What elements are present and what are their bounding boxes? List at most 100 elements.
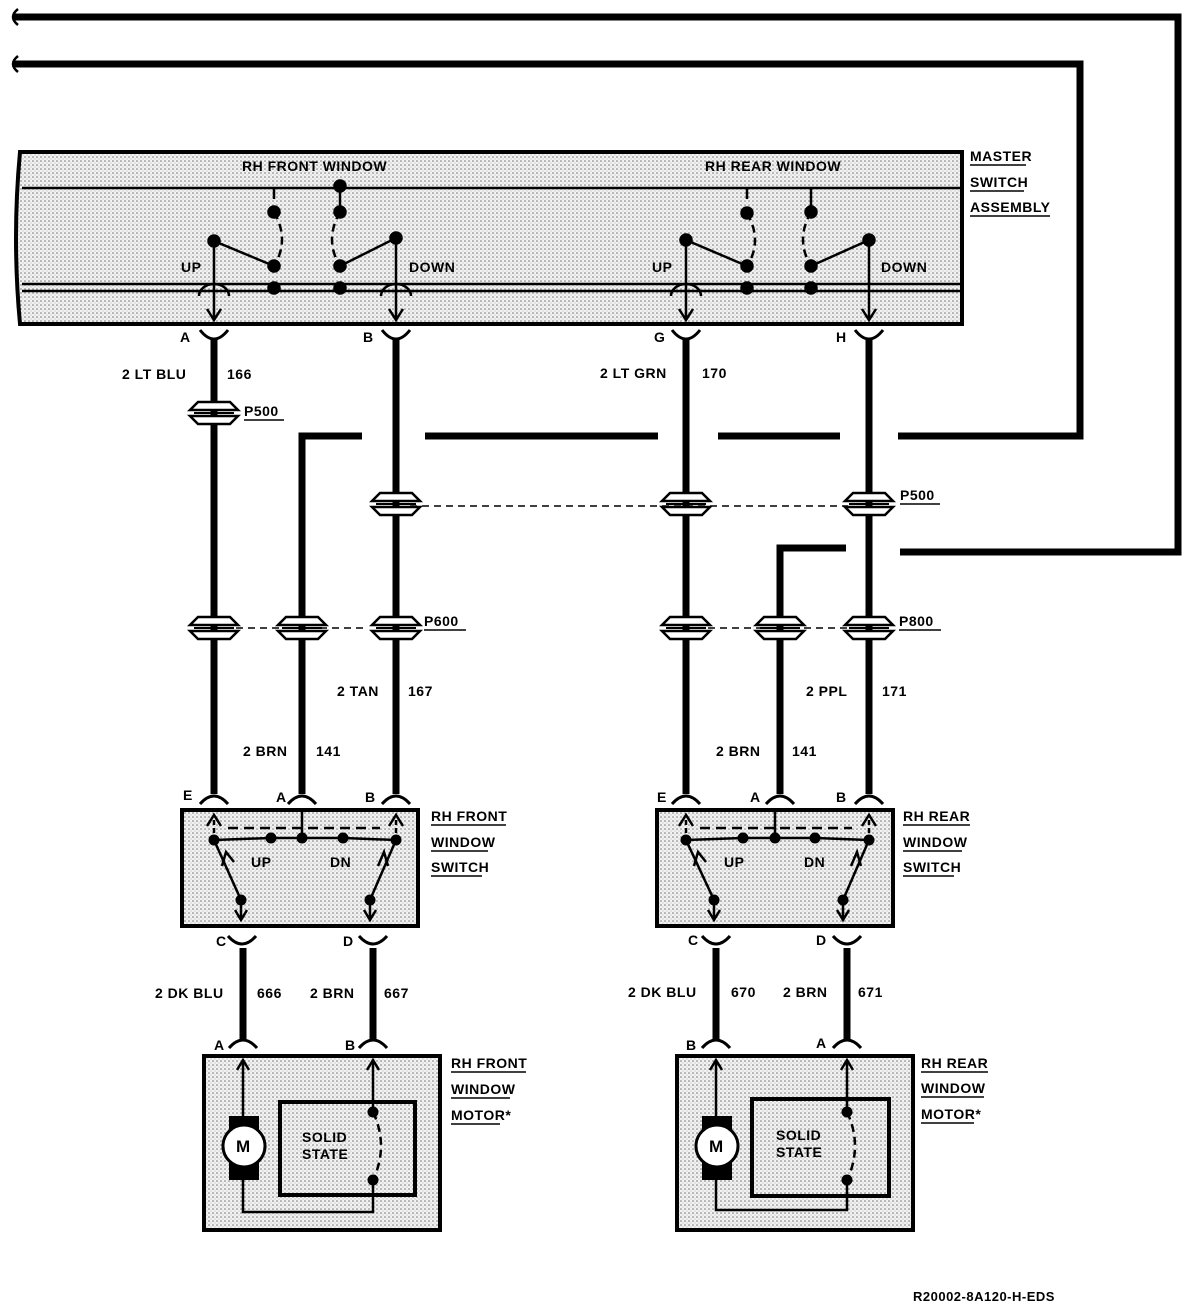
wire-666-num: 666 bbox=[257, 985, 282, 1001]
rear-switch-pin-b: B bbox=[836, 789, 846, 805]
p500-connector bbox=[368, 491, 424, 517]
p800-connector bbox=[841, 615, 897, 641]
rear-switch-title-1: RH REAR bbox=[903, 808, 970, 824]
wire-166-num: 166 bbox=[227, 366, 252, 382]
front-motor-title-1: RH FRONT bbox=[451, 1055, 527, 1071]
wire-141-front-num: 141 bbox=[316, 743, 341, 759]
front-switch-pin-b: B bbox=[365, 789, 375, 805]
p800-connector bbox=[752, 615, 808, 641]
diagram-code: R20002-8A120-H-EDS bbox=[913, 1289, 1055, 1304]
master-rear-down-label: DOWN bbox=[881, 259, 927, 275]
rh-rear-window-motor: M SOLID STATE B A RH REAR WINDOW MOTOR* bbox=[675, 1035, 988, 1232]
wire-167-num: 167 bbox=[408, 683, 433, 699]
wire-670-color: 2 DK BLU bbox=[628, 984, 697, 1000]
rear-switch-pin-a: A bbox=[750, 789, 760, 805]
rh-front-window-switch: UP DN E A B C D RH FRONT WINDOW SWITCH bbox=[180, 787, 507, 949]
front-switch-title-2: WINDOW bbox=[431, 834, 496, 850]
wire-171-color: 2 PPL bbox=[806, 683, 847, 699]
master-rear-switch-contacts bbox=[679, 188, 876, 295]
rh-rear-window-switch: UP DN E A B C D RH REAR WINDOW SWITCH bbox=[655, 789, 970, 948]
front-motor-m: M bbox=[236, 1137, 251, 1156]
rear-switch-up-label: UP bbox=[724, 854, 744, 870]
rear-switch-title-3: SWITCH bbox=[903, 859, 961, 875]
wire-170-color: 2 LT GRN bbox=[600, 365, 667, 381]
p800-connector bbox=[658, 615, 714, 641]
wire-141-rear-color: 2 BRN bbox=[716, 743, 761, 759]
inline-connectors bbox=[186, 400, 897, 641]
front-switch-pin-d: D bbox=[343, 933, 353, 949]
rear-motor-title-3: MOTOR* bbox=[921, 1106, 981, 1122]
p600-label: P600 bbox=[424, 613, 459, 629]
connector-labels: P500 P500 P600 P800 bbox=[244, 403, 941, 631]
rear-switch-pin-c: C bbox=[688, 932, 698, 948]
front-switch-up-label: UP bbox=[251, 854, 271, 870]
master-pin-sockets bbox=[198, 329, 885, 341]
master-title-line-1: MASTER bbox=[970, 148, 1032, 164]
p500-connector bbox=[841, 491, 897, 517]
rear-switch-dn-label: DN bbox=[804, 854, 825, 870]
rear-motor-pin-a: A bbox=[816, 1035, 826, 1051]
rear-motor-m: M bbox=[709, 1137, 724, 1156]
front-motor-pin-a: A bbox=[214, 1037, 224, 1053]
front-switch-title-1: RH FRONT bbox=[431, 808, 507, 824]
master-title-line-3: ASSEMBLY bbox=[970, 199, 1051, 215]
master-switch-title: MASTER SWITCH ASSEMBLY bbox=[970, 148, 1051, 217]
rear-switch-pin-d: D bbox=[816, 932, 826, 948]
p500-label-b: P500 bbox=[900, 487, 935, 503]
master-title-line-2: SWITCH bbox=[970, 174, 1028, 190]
p600-connector bbox=[186, 615, 242, 641]
master-front-up-label: UP bbox=[181, 259, 201, 275]
master-pin-g: G bbox=[654, 329, 665, 345]
connector-dashes bbox=[236, 505, 848, 629]
harness-wires bbox=[210, 338, 873, 1040]
front-motor-solid: SOLID bbox=[302, 1129, 347, 1145]
wire-170-num: 170 bbox=[702, 365, 727, 381]
front-motor-pin-b: B bbox=[345, 1037, 355, 1053]
front-motor-state: STATE bbox=[302, 1146, 348, 1162]
wire-667-num: 667 bbox=[384, 985, 409, 1001]
wire-166-color: 2 LT BLU bbox=[122, 366, 186, 382]
rear-motor-solid: SOLID bbox=[776, 1127, 821, 1143]
p500-connector bbox=[658, 491, 714, 517]
rear-motor-pin-b: B bbox=[686, 1037, 696, 1053]
front-switch-pin-a: A bbox=[276, 789, 286, 805]
wire-141-front-color: 2 BRN bbox=[243, 743, 288, 759]
master-rear-up-label: UP bbox=[652, 259, 672, 275]
master-output-arrows bbox=[197, 282, 878, 323]
rear-switch-pin-e: E bbox=[657, 789, 666, 805]
wire-141-rear-num: 141 bbox=[792, 743, 817, 759]
wire-671-num: 671 bbox=[858, 984, 883, 1000]
p600-connector bbox=[368, 615, 424, 641]
wire-167-color: 2 TAN bbox=[337, 683, 379, 699]
rear-switch-title-2: WINDOW bbox=[903, 834, 968, 850]
rh-front-window-motor: M SOLID STATE A B RH FRONT WINDOW MOTOR* bbox=[202, 1037, 527, 1232]
wire-671-color: 2 BRN bbox=[783, 984, 828, 1000]
top-feed-lines bbox=[14, 13, 1182, 556]
master-pin-b: B bbox=[363, 329, 373, 345]
wire-667-color: 2 BRN bbox=[310, 985, 355, 1001]
master-pin-h: H bbox=[836, 329, 846, 345]
front-switch-title-3: SWITCH bbox=[431, 859, 489, 875]
front-switch-dn-label: DN bbox=[330, 854, 351, 870]
front-switch-pin-c: C bbox=[216, 933, 226, 949]
front-switch-pin-e: E bbox=[183, 787, 192, 803]
master-rear-window-label: RH REAR WINDOW bbox=[705, 158, 841, 174]
p500-connector bbox=[186, 400, 242, 426]
master-front-down-label: DOWN bbox=[409, 259, 455, 275]
rear-motor-state: STATE bbox=[776, 1144, 822, 1160]
wire-171-num: 171 bbox=[882, 683, 907, 699]
master-front-window-label: RH FRONT WINDOW bbox=[242, 158, 387, 174]
master-pins: A B G H bbox=[180, 329, 846, 345]
wire-670-num: 670 bbox=[731, 984, 756, 1000]
p800-label: P800 bbox=[899, 613, 934, 629]
wire-666-color: 2 DK BLU bbox=[155, 985, 224, 1001]
p600-connector bbox=[274, 615, 330, 641]
master-switch-assembly: RH FRONT WINDOW RH REAR WINDOW UP DOWN U… bbox=[14, 150, 964, 326]
master-pin-a: A bbox=[180, 329, 190, 345]
rear-motor-title-1: RH REAR bbox=[921, 1055, 988, 1071]
rear-motor-title-2: WINDOW bbox=[921, 1080, 986, 1096]
master-front-switch-contacts bbox=[207, 179, 403, 295]
front-motor-title-2: WINDOW bbox=[451, 1081, 516, 1097]
feed-break-marks bbox=[11, 8, 19, 73]
